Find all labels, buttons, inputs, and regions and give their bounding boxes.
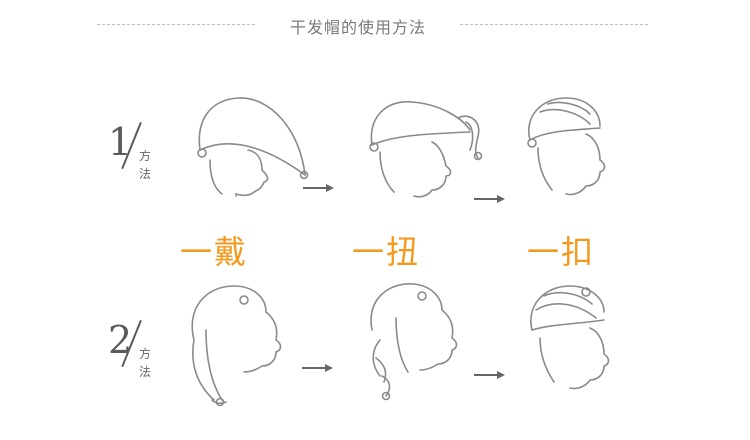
- method-1-label-a: 方: [138, 149, 151, 163]
- method-2-label-a: 方: [138, 347, 151, 361]
- method-2-number: 2: [108, 318, 133, 362]
- action-button: 一扣: [527, 233, 596, 271]
- head-cap-1-1-icon: [197, 97, 309, 197]
- arrow-right-icon: [303, 184, 334, 192]
- title-divider-right: [460, 24, 648, 25]
- action-twist: 一扭: [352, 233, 421, 271]
- head-cap-2-3-icon: [530, 285, 610, 390]
- method-1-number: 1: [108, 120, 133, 164]
- arrow-right-icon: [474, 371, 505, 379]
- title-divider-left: [97, 24, 255, 25]
- page-title: 干发帽的使用方法: [289, 18, 426, 37]
- head-cap-1-3-icon: [527, 97, 606, 196]
- head-cap-2-2-icon: [370, 283, 458, 401]
- method-2-label-b: 法: [138, 365, 151, 379]
- head-cap-2-1-icon: [191, 285, 282, 407]
- arrow-right-icon: [474, 195, 505, 203]
- head-cap-1-2-icon: [369, 101, 483, 198]
- arrow-right-icon: [302, 364, 333, 372]
- method-1-label-b: 法: [138, 167, 151, 181]
- action-wear: 一戴: [180, 233, 249, 271]
